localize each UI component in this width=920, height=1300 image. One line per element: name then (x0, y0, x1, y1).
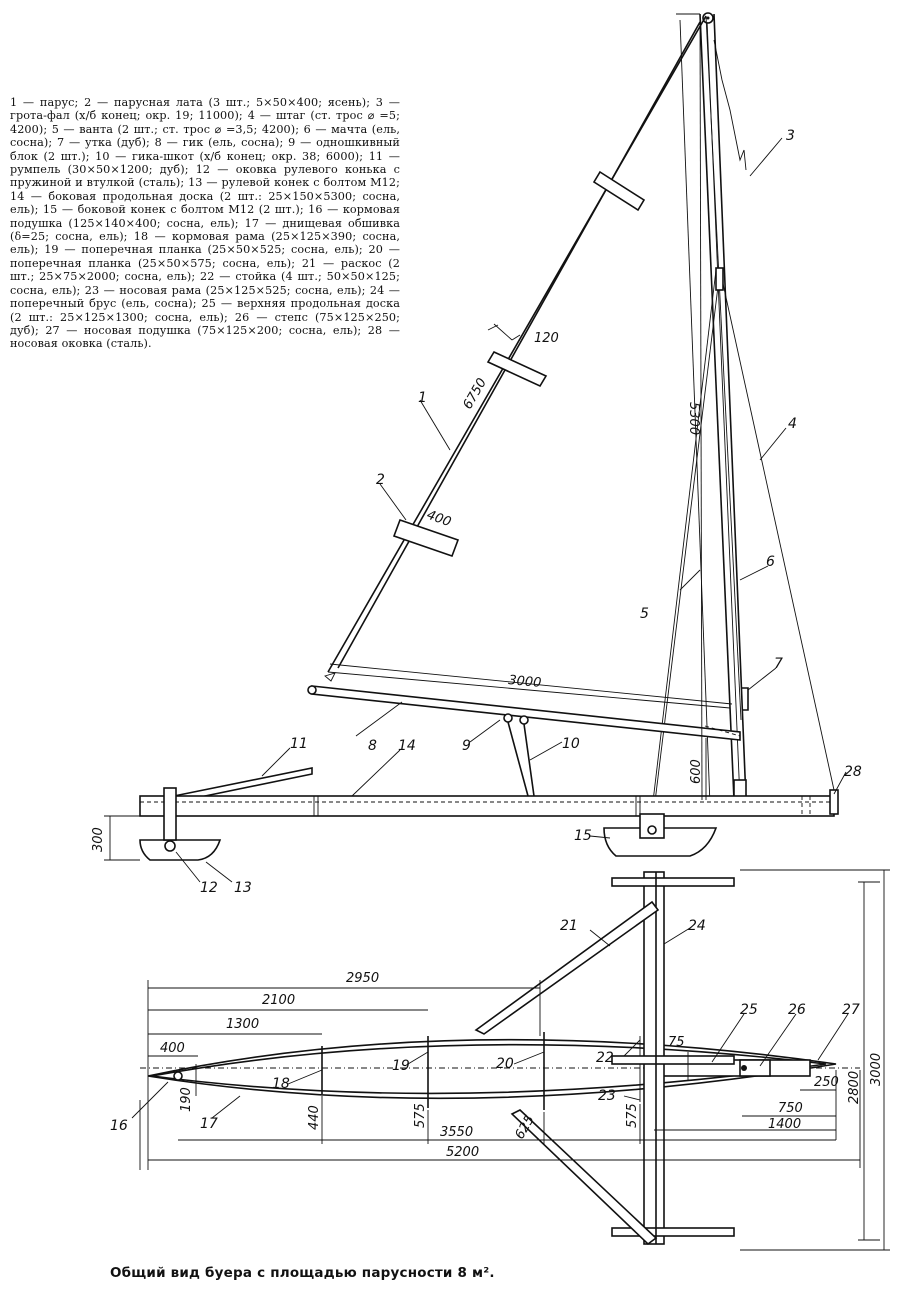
dim-1400: 1400 (768, 1117, 801, 1132)
plan-view-labels: 16 17 18 19 20 21 22 23 24 25 26 27 2950… (110, 918, 884, 1160)
part-label-1: 1 (418, 390, 427, 406)
dim-6750: 6750 (460, 376, 490, 412)
part-label-13: 13 (234, 880, 252, 896)
dim-575a: 575 (413, 1103, 428, 1128)
stern-cushion (173, 1071, 183, 1081)
dim-250: 250 (814, 1075, 839, 1090)
dim-600: 600 (689, 759, 704, 784)
cleat (742, 687, 749, 711)
dim-750: 750 (778, 1101, 803, 1116)
brace-lower (510, 1109, 658, 1246)
part-label-28: 28 (844, 764, 862, 780)
part-label-19: 19 (392, 1058, 410, 1074)
dim-5200: 5200 (446, 1145, 479, 1160)
dim-440: 440 (307, 1105, 322, 1130)
side-plank (139, 789, 839, 817)
brace-upper (474, 900, 660, 1035)
dim-5300: 5300 (686, 402, 701, 435)
part-label-10: 10 (562, 736, 580, 752)
part-label-26: 26 (788, 1002, 806, 1018)
part-label-14: 14 (398, 738, 416, 754)
dim-2100: 2100 (262, 993, 295, 1008)
part-label-4: 4 (788, 416, 797, 432)
dim-3000b: 3000 (869, 1053, 884, 1086)
part-label-20: 20 (496, 1056, 514, 1072)
cross-beam (611, 871, 735, 1245)
dim-575b: 575 (625, 1103, 640, 1128)
mainsheet-block (503, 713, 535, 797)
dim-300: 300 (91, 827, 106, 852)
part-label-23: 23 (598, 1088, 616, 1104)
plan-dimensions (139, 869, 890, 1251)
dim-1300: 1300 (226, 1017, 259, 1032)
part-label-3: 3 (786, 128, 795, 144)
part-label-11: 11 (290, 736, 308, 752)
dim-75: 75 (668, 1035, 685, 1050)
rigging (651, 19, 835, 811)
plan-view (131, 869, 890, 1251)
figure-caption: Общий вид буера с площадью парусности 8 … (110, 1265, 495, 1281)
part-label-21: 21 (560, 918, 578, 934)
part-label-17: 17 (200, 1116, 218, 1132)
part-label-25: 25 (740, 1002, 758, 1018)
dim-2800: 2800 (847, 1071, 862, 1104)
part-label-22: 22 (596, 1050, 614, 1066)
dim-2950: 2950 (346, 971, 379, 986)
part-label-18: 18 (272, 1076, 290, 1092)
part-label-2: 2 (376, 472, 385, 488)
sail-battens (392, 170, 646, 558)
boom (307, 685, 741, 741)
dim-190: 190 (179, 1087, 194, 1112)
part-label-6: 6 (766, 554, 775, 570)
dim-3550: 3550 (440, 1125, 473, 1140)
dim-400b: 400 (160, 1041, 185, 1056)
dim-400: 400 (425, 508, 453, 531)
parts-legend: 1 — парус; 2 — парусная лата (3 шт.; 5×5… (10, 96, 400, 351)
hull-outline (147, 1038, 837, 1100)
dim-3000: 3000 (508, 673, 542, 691)
part-label-7: 7 (774, 656, 783, 672)
sail (324, 15, 742, 721)
part-label-16: 16 (110, 1118, 128, 1134)
mast-step (739, 1059, 771, 1077)
side-view-labels: 1 2 3 4 5 6 7 8 9 10 11 12 13 14 15 28 1… (91, 128, 862, 896)
part-label-15: 15 (574, 828, 592, 844)
dim-120: 120 (534, 331, 559, 346)
part-label-24: 24 (688, 918, 706, 934)
part-label-9: 9 (462, 738, 471, 754)
part-label-8: 8 (368, 738, 377, 754)
halyard-line (713, 39, 747, 171)
rudder-runner (139, 787, 222, 861)
part-label-27: 27 (842, 1002, 860, 1018)
part-label-12: 12 (200, 880, 218, 896)
side-view (104, 12, 847, 883)
side-runner (603, 813, 718, 857)
part-label-5: 5 (640, 606, 649, 622)
